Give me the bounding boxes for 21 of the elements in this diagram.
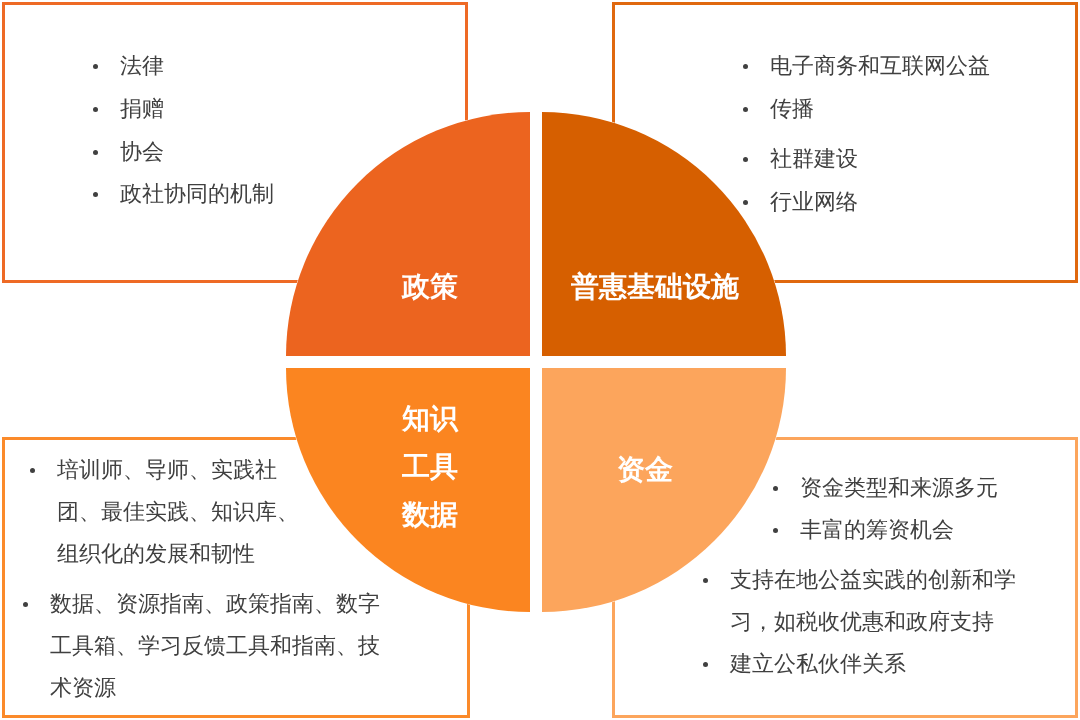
- segment-label: 普惠基础设施: [571, 270, 739, 304]
- bullet-text: 电子商务和互联网公益: [770, 52, 991, 80]
- bullet-text: 社群建设: [770, 145, 859, 173]
- text-box: [2, 437, 470, 718]
- bullet-text: 传播: [770, 95, 815, 123]
- segment-label: 知识工具数据: [402, 402, 458, 532]
- bullet-text: 捐赠: [120, 95, 165, 123]
- bullet-text: 数据、资源指南、政策指南、数字工具箱、学习反馈工具和指南、技术资源: [50, 590, 381, 702]
- quarter-circle-segment: [286, 112, 530, 356]
- text-box: [612, 437, 1078, 718]
- bullet-text: 培训师、导师、实践社团、最佳实践、知识库、组织化的发展和韧性: [57, 456, 300, 568]
- bullet-text: 行业网络: [770, 188, 859, 216]
- bullet-text: 丰富的筹资机会: [800, 516, 955, 544]
- bullet-text: 资金类型和来源多元: [800, 474, 999, 502]
- bullet-text: 建立公私伙伴关系: [730, 650, 907, 678]
- bullet-text: 支持在地公益实践的创新和学习，如税收优惠和政府支持: [730, 566, 1017, 636]
- bullet-text: 协会: [120, 138, 165, 166]
- bullet-text: 政社协同的机制: [120, 180, 275, 208]
- segment-label: 资金: [617, 453, 673, 487]
- bullet-text: 法律: [120, 52, 165, 80]
- segment-label: 政策: [402, 270, 458, 304]
